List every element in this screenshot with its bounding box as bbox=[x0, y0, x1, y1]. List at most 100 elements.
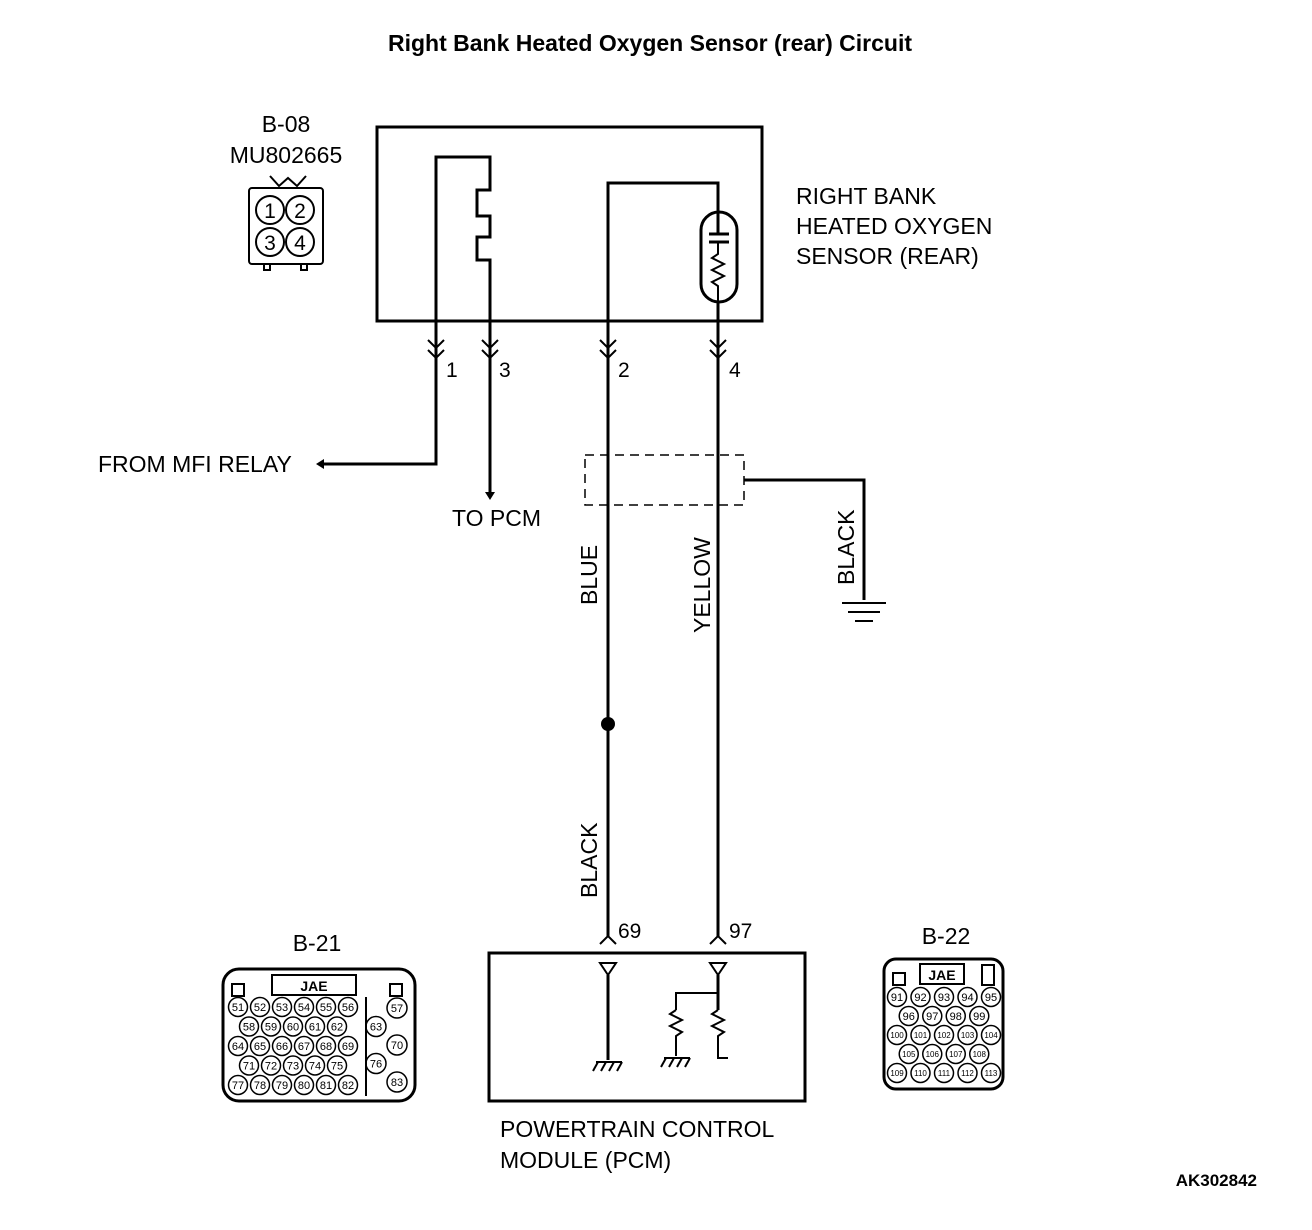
pcm-pin-97: 97 bbox=[729, 920, 752, 943]
connector-pin-103 bbox=[957, 1024, 978, 1046]
figure-code: AK302842 bbox=[1176, 1171, 1257, 1190]
connector-b22-maker: JAE bbox=[928, 967, 955, 983]
connector-pin-63 bbox=[365, 1015, 387, 1038]
connector-pin-91 bbox=[886, 986, 908, 1008]
b08-pin-1: 1 bbox=[264, 200, 276, 223]
connector-pin-82 bbox=[337, 1074, 359, 1096]
from-mfi-relay-label: FROM MFI RELAY bbox=[98, 451, 292, 477]
connector-pin-label-75: 75 bbox=[331, 1060, 343, 1072]
connector-pin-51 bbox=[227, 996, 249, 1018]
connector-pin-78 bbox=[249, 1074, 271, 1096]
pcm-ground-icon-2 bbox=[660, 1057, 691, 1068]
connector-pin-62 bbox=[326, 1016, 348, 1037]
connector-pin-107 bbox=[945, 1043, 966, 1065]
connector-pin-81 bbox=[315, 1074, 337, 1096]
sensor-pin-3: 3 bbox=[499, 359, 511, 382]
connector-pin-76 bbox=[365, 1052, 387, 1075]
connector-pin-100 bbox=[886, 1024, 908, 1046]
connector-pin-label-53: 53 bbox=[276, 1002, 288, 1014]
connector-pin-label-71: 71 bbox=[243, 1060, 255, 1072]
connector-pin-label-105: 105 bbox=[902, 1050, 916, 1059]
connector-pin-60 bbox=[282, 1016, 304, 1037]
connector-pin-112 bbox=[957, 1062, 978, 1084]
connector-pin-65 bbox=[249, 1035, 271, 1057]
sensor-label-line3: SENSOR (REAR) bbox=[796, 243, 979, 269]
diagram-title: Right Bank Heated Oxygen Sensor (rear) C… bbox=[388, 30, 912, 56]
connector-pin-label-66: 66 bbox=[276, 1041, 288, 1053]
connector-pin-68 bbox=[315, 1035, 337, 1057]
wire-color-yellow: YELLOW bbox=[689, 537, 715, 633]
connector-pin-79 bbox=[271, 1074, 293, 1096]
connector-pin-110 bbox=[910, 1062, 931, 1084]
connector-pin-67 bbox=[293, 1035, 315, 1057]
connector-pin-label-100: 100 bbox=[890, 1031, 904, 1040]
sensor-terminal-arrows bbox=[427, 339, 727, 360]
connector-pin-106 bbox=[922, 1043, 943, 1065]
sensor-box bbox=[375, 125, 764, 323]
connector-pin-69 bbox=[337, 1035, 359, 1057]
connector-pin-label-76: 76 bbox=[370, 1058, 382, 1070]
pcm-pin-69: 69 bbox=[618, 920, 641, 943]
splice-point bbox=[601, 717, 615, 731]
connector-b21-id: B-21 bbox=[293, 930, 342, 956]
connector-pin-label-67: 67 bbox=[298, 1041, 310, 1053]
wire-color-black: BLACK bbox=[576, 822, 602, 898]
shield-ground-wire bbox=[744, 478, 866, 600]
connector-pin-label-73: 73 bbox=[287, 1060, 299, 1072]
sensor-pin-2: 2 bbox=[618, 359, 630, 382]
connector-pin-72 bbox=[260, 1055, 282, 1076]
wire-color-blue: BLUE bbox=[576, 545, 602, 605]
connector-pin-label-95: 95 bbox=[985, 992, 997, 1004]
wire-pin1 bbox=[322, 321, 438, 466]
connector-pin-104 bbox=[980, 1024, 1002, 1046]
sensor-pin-4: 4 bbox=[729, 359, 741, 382]
connector-b08: B-08 MU802665 1 2 3 4 bbox=[230, 111, 343, 271]
pcm-ground-icon-1 bbox=[592, 1061, 623, 1072]
connector-pin-label-55: 55 bbox=[320, 1002, 332, 1014]
connector-pin-label-61: 61 bbox=[309, 1021, 321, 1033]
connector-pin-label-69: 69 bbox=[342, 1041, 354, 1053]
pcm-resistor-2-icon bbox=[709, 1009, 728, 1059]
connector-pin-label-68: 68 bbox=[320, 1041, 332, 1053]
connector-b08-id: B-08 bbox=[262, 111, 311, 137]
connector-pin-label-111: 111 bbox=[938, 1069, 951, 1078]
connector-pin-99 bbox=[969, 1005, 990, 1027]
connector-b08-part-number: MU802665 bbox=[230, 142, 343, 168]
connector-pin-57 bbox=[386, 997, 408, 1019]
connector-pin-53 bbox=[271, 996, 293, 1018]
pcm-box bbox=[487, 951, 807, 1103]
connector-pin-label-82: 82 bbox=[342, 1080, 354, 1092]
connector-pin-113 bbox=[980, 1062, 1002, 1084]
connector-pin-label-70: 70 bbox=[391, 1040, 403, 1052]
connector-pin-58 bbox=[238, 1016, 260, 1037]
connector-pin-label-72: 72 bbox=[265, 1060, 277, 1072]
connector-pin-label-96: 96 bbox=[903, 1011, 915, 1023]
connector-pin-label-112: 112 bbox=[961, 1069, 974, 1078]
connector-pin-75 bbox=[326, 1055, 348, 1076]
connector-pin-label-93: 93 bbox=[938, 992, 950, 1004]
connector-pin-label-110: 110 bbox=[914, 1069, 927, 1078]
connector-pin-71 bbox=[238, 1055, 260, 1076]
connector-pin-label-59: 59 bbox=[265, 1021, 277, 1033]
connector-pin-label-79: 79 bbox=[276, 1080, 288, 1092]
connector-pin-96 bbox=[898, 1005, 919, 1027]
connector-pin-label-106: 106 bbox=[926, 1050, 940, 1059]
wire-color-black-ground: BLACK bbox=[833, 509, 859, 585]
connector-pin-label-107: 107 bbox=[949, 1050, 963, 1059]
connector-pin-label-92: 92 bbox=[914, 992, 926, 1004]
connector-pin-label-77: 77 bbox=[232, 1080, 244, 1092]
connector-pin-80 bbox=[293, 1074, 315, 1096]
connector-pin-93 bbox=[933, 986, 955, 1008]
sensor-pin-1: 1 bbox=[446, 359, 458, 382]
connector-b21-maker: JAE bbox=[300, 978, 327, 994]
ground-icon bbox=[842, 602, 886, 622]
b08-pin-4: 4 bbox=[294, 232, 306, 255]
connector-pin-label-60: 60 bbox=[287, 1021, 299, 1033]
connector-pin-label-52: 52 bbox=[254, 1002, 266, 1014]
connector-pin-64 bbox=[227, 1035, 249, 1057]
connector-pin-66 bbox=[271, 1035, 293, 1057]
connector-pin-label-56: 56 bbox=[342, 1002, 354, 1014]
